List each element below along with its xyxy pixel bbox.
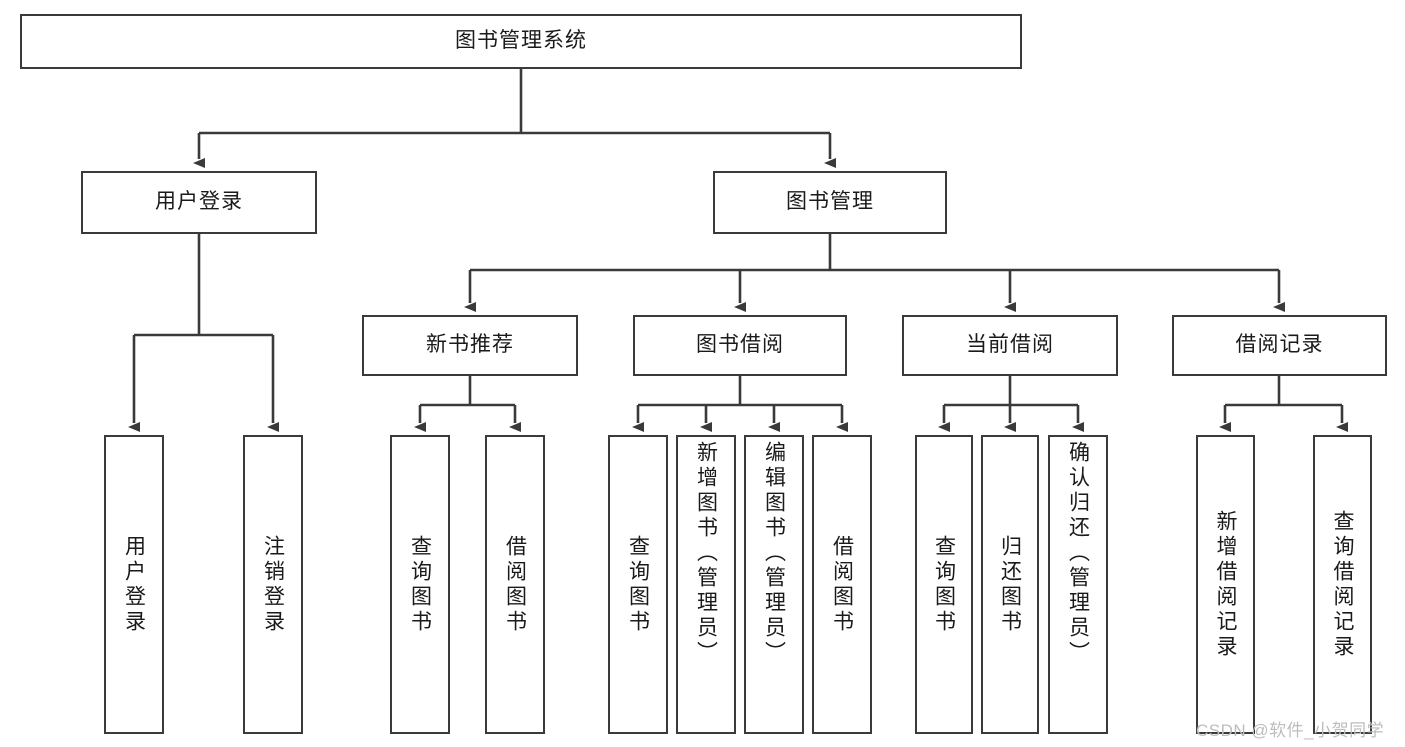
- node-label: 新书推荐: [426, 333, 514, 357]
- node-label: 借阅图书: [503, 534, 527, 635]
- node-label: 归还图书: [998, 534, 1022, 635]
- node-label: 查询图书: [408, 534, 432, 635]
- node-newbook: 新书推荐: [362, 315, 578, 376]
- node-l4: 借阅图书: [485, 435, 545, 734]
- node-l2: 注销登录: [243, 435, 303, 734]
- node-l10: 归还图书: [981, 435, 1039, 734]
- node-label: 借阅记录: [1235, 333, 1324, 357]
- node-label: 新增借阅记录: [1214, 509, 1237, 660]
- node-l3: 查询图书: [390, 435, 450, 734]
- node-label: 当前借阅: [966, 333, 1054, 357]
- node-label: 借阅图书: [830, 534, 854, 635]
- node-root: 图书管理系统: [20, 14, 1022, 69]
- node-l13: 查询借阅记录: [1313, 435, 1372, 734]
- node-l8: 借阅图书: [812, 435, 872, 734]
- node-label: 图书管理系统: [455, 29, 587, 53]
- node-l12: 新增借阅记录: [1196, 435, 1255, 734]
- node-records: 借阅记录: [1172, 315, 1387, 376]
- node-l5: 查询图书: [608, 435, 668, 734]
- node-label: 注销登录: [261, 534, 285, 635]
- node-label: 查询图书: [932, 534, 956, 635]
- node-l7: 编辑图书（管理员）: [744, 435, 804, 734]
- node-l9: 查询图书: [915, 435, 973, 734]
- node-label: 图书借阅: [696, 333, 784, 357]
- node-label: 编辑图书（管理员）: [762, 441, 786, 666]
- node-l11: 确认归还（管理员）: [1048, 435, 1108, 734]
- node-label: 用户登录: [122, 534, 146, 635]
- node-current: 当前借阅: [902, 315, 1118, 376]
- node-label: 确认归还（管理员）: [1066, 441, 1090, 666]
- node-l6: 新增图书（管理员）: [676, 435, 736, 734]
- node-label: 新增图书（管理员）: [694, 441, 718, 666]
- node-borrow: 图书借阅: [633, 315, 847, 376]
- node-label: 用户登录: [155, 190, 243, 214]
- node-label: 查询图书: [626, 534, 650, 635]
- node-label: 图书管理: [786, 190, 874, 214]
- node-login: 用户登录: [81, 171, 317, 234]
- node-bookmgmt: 图书管理: [713, 171, 947, 234]
- node-label: 查询借阅记录: [1331, 509, 1354, 660]
- node-l1: 用户登录: [104, 435, 164, 734]
